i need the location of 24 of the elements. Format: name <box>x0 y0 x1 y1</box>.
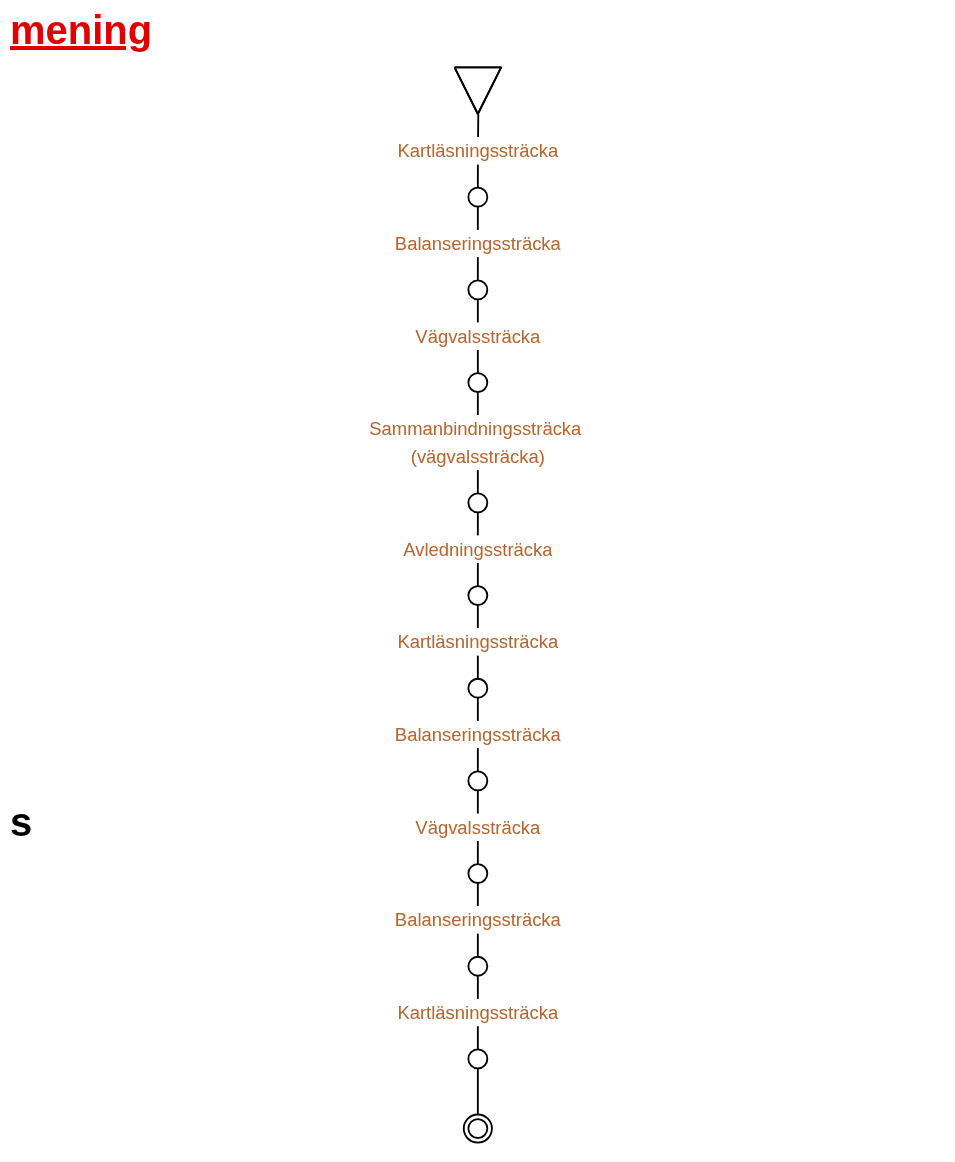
edge-label: Balanseringssträcka <box>394 724 561 745</box>
node-circle <box>467 1048 488 1070</box>
node-doublecircle <box>462 1113 493 1144</box>
node-circle <box>467 585 488 606</box>
node-circle <box>467 863 488 884</box>
cut-off-text: s <box>10 800 33 845</box>
node-circle <box>467 770 488 792</box>
edge-label: Kartläsningssträcka <box>397 1002 558 1023</box>
edge-label: Avledningssträcka <box>402 539 553 560</box>
edge-label: Vägvalssträcka <box>415 817 540 838</box>
node-circle <box>467 677 488 699</box>
connector <box>476 1067 479 1116</box>
cut-off-text: mening <box>10 8 153 53</box>
edge-label: Kartläsningssträcka <box>397 631 558 652</box>
edge-label: Balanseringssträcka <box>394 909 561 931</box>
edge-label: Kartläsningssträcka <box>397 140 558 161</box>
node-circle <box>467 279 488 301</box>
node-circle <box>467 372 488 393</box>
node-circle <box>467 492 488 514</box>
edge-label: Sammanbindningssträcka (vägvalssträcka) <box>368 418 581 467</box>
edge-label: Balanseringssträcka <box>394 233 561 254</box>
node-circle <box>467 186 488 208</box>
node-circle <box>467 955 488 977</box>
edge-label: Vägvalssträcka <box>415 326 540 347</box>
